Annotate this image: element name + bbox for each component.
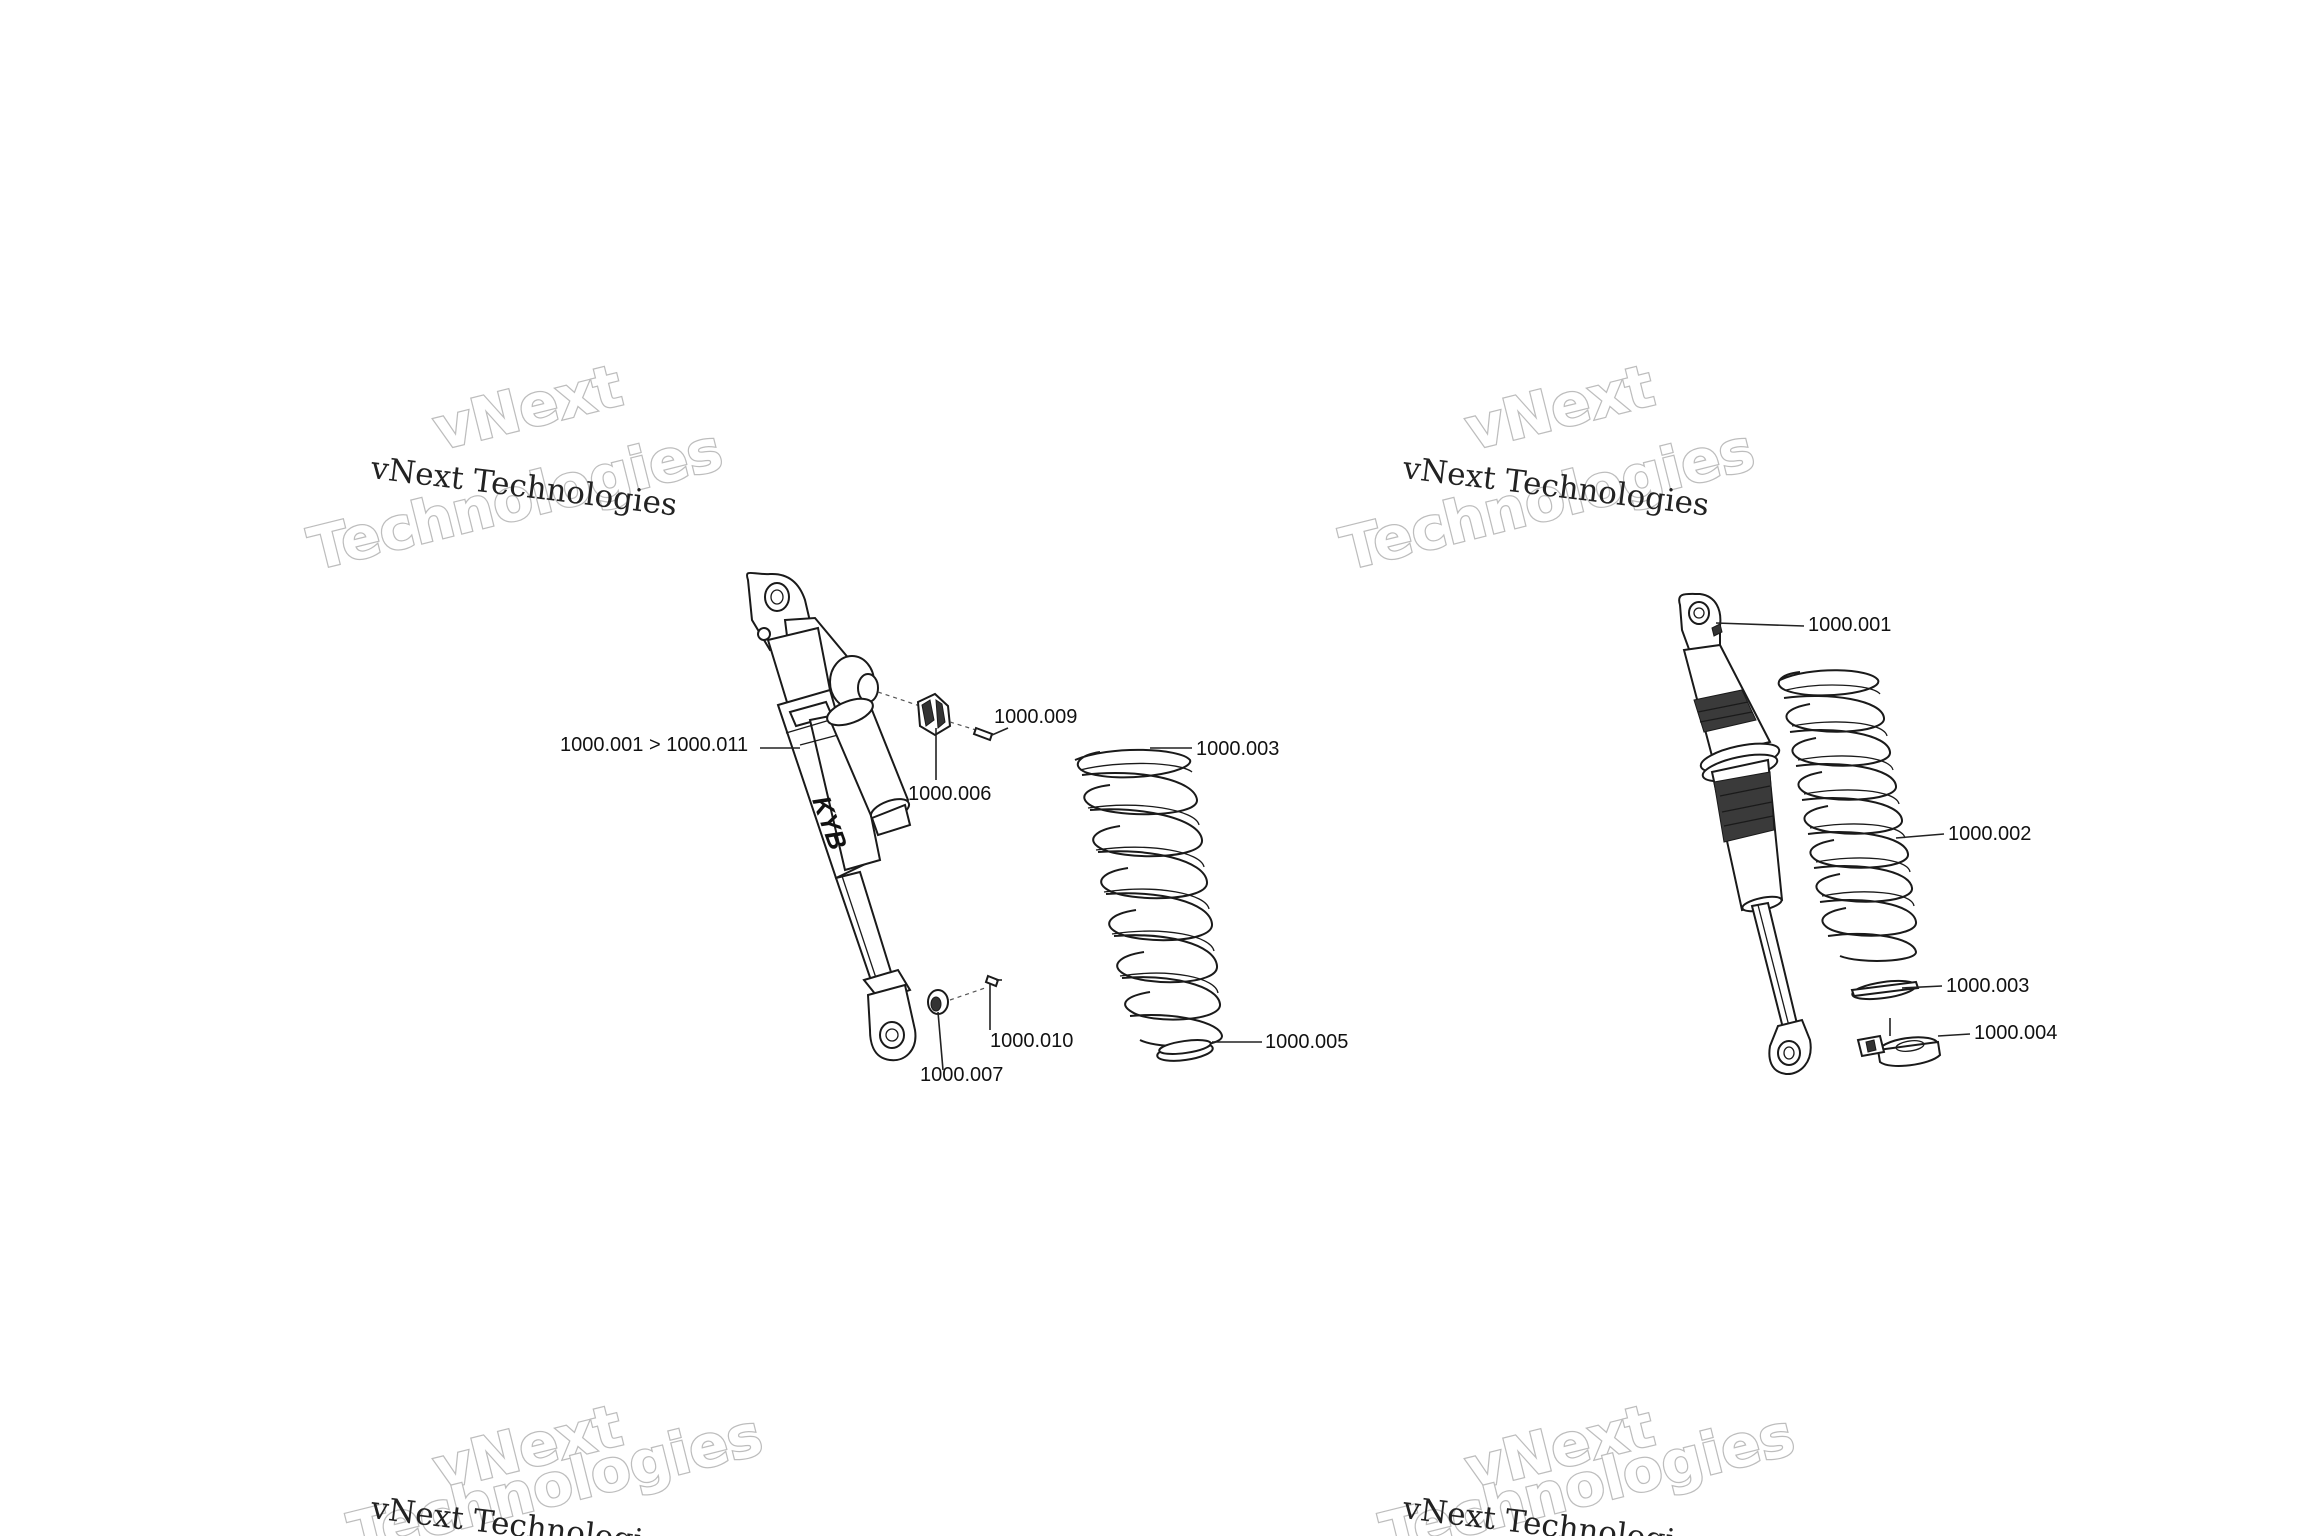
right-retainer [1856,1034,1942,1067]
right-spring-seat [1850,979,1920,1001]
watermark-top-left: vNext Technologies vNext Technologies [301,350,730,585]
right-shock-lower-body [1710,758,1784,913]
reservoir-nut-part [916,692,952,737]
right-shock-body [1682,643,1772,758]
left-spring [1074,748,1224,1048]
right-shock-assembly [1678,592,1812,1076]
right-shock-top-eye [1678,592,1723,654]
callout-1000-001-range: 1000.001 > 1000.011 [560,734,748,756]
callout-1000-009: 1000.009 [994,706,1077,728]
callout-1000-005: 1000.005 [1265,1031,1348,1053]
small-screw-part [949,721,994,742]
callout-1000-001: 1000.001 [1808,614,1891,636]
right-spring [1777,669,1918,962]
pin-part [984,974,1002,988]
right-shock-lower-eye [1768,1018,1812,1076]
callout-1000-004: 1000.004 [1974,1022,2057,1044]
callout-1000-003-right: 1000.003 [1946,975,2029,997]
left-shock-body [766,626,882,880]
right-shock-shaft [1750,901,1800,1034]
left-shock-assembly: KYB [746,571,921,1062]
lower-nut-part [927,987,986,1015]
callout-1000-007: 1000.007 [920,1064,1003,1086]
right-leader-lines [1715,622,1971,1037]
left-shock-lower-eye [862,968,917,1062]
left-leader-lines [760,727,1262,1071]
left-shock-reservoir [826,697,912,837]
watermark-top-right: vNext Technologies vNext Technologies [1333,350,1762,585]
callout-1000-003-left: 1000.003 [1196,738,1279,760]
callout-1000-010: 1000.010 [990,1030,1073,1052]
watermark-bottom-right: vNext Technologies vNext Technologies [1373,1390,1802,1536]
left-spring-seat [1156,1039,1214,1062]
watermark-bottom-left: vNext Technologies vNext Technologies [341,1390,770,1536]
callout-1000-002: 1000.002 [1948,823,2031,845]
callout-1000-006: 1000.006 [908,783,991,805]
